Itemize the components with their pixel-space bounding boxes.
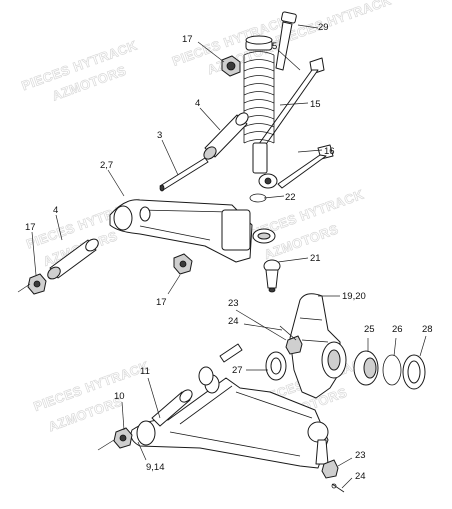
callout-4-top: 4 [195,98,200,109]
ball-joint-21 [263,259,281,293]
callout-26: 26 [392,324,403,335]
callout-23-bottom: 23 [355,450,366,461]
clip-22 [249,193,267,203]
shock-spring [243,51,275,144]
callout-3: 3 [157,130,162,141]
callout-17-left: 17 [25,222,36,233]
leader-lines [17,24,427,489]
bushing-11 [151,366,214,427]
nut-10 [113,427,133,449]
circlip-26 [382,354,402,386]
top-mounting-bolt [275,11,297,71]
callout-29: 29 [318,22,329,33]
callout-labels: 29 17 5 4 15 3 16 2,7 22 4 17 21 17 19,2… [25,22,433,482]
callout-28: 28 [422,324,433,335]
lower-pivot-stub [219,343,243,363]
bolt-16 [277,144,334,189]
bushing-4-left [47,238,99,280]
seal-27 [265,351,287,381]
callout-22: 22 [285,192,296,203]
cotter-pin-24-bottom [331,483,345,493]
seal-28 [402,354,426,390]
bushing-4-top [203,112,249,160]
callout-16: 16 [324,146,335,157]
callout-9-14: 9,14 [146,462,165,473]
callout-4-left: 4 [53,205,58,216]
callout-2-7: 2,7 [100,160,113,171]
callout-24-top: 24 [228,316,239,327]
callout-27: 27 [232,365,243,376]
nut-17-left [27,273,47,295]
callout-24-bottom: 24 [355,471,366,482]
callout-21: 21 [310,253,321,264]
lower-a-arm [130,374,329,469]
callout-5: 5 [272,41,277,52]
cotter-pin-24-top [279,325,297,341]
lower-ball-joint [315,439,329,465]
bearing-25 [353,350,379,386]
callout-25: 25 [364,324,375,335]
callout-10: 10 [114,391,125,402]
castle-nut-23-bottom [321,459,339,479]
callout-17-mid: 17 [156,297,167,308]
shock-absorber [243,35,278,189]
callout-17-top: 17 [182,34,193,45]
upper-a-arm [109,199,276,263]
callout-11: 11 [140,366,150,377]
pivot-shaft-3 [159,157,209,192]
castle-nut-23-top [285,335,303,355]
callout-23-top: 23 [228,298,239,309]
callout-15: 15 [310,99,321,110]
nut-17-top [221,55,241,77]
callout-19-20: 19,20 [342,291,366,302]
nut-17-mid [173,253,193,275]
